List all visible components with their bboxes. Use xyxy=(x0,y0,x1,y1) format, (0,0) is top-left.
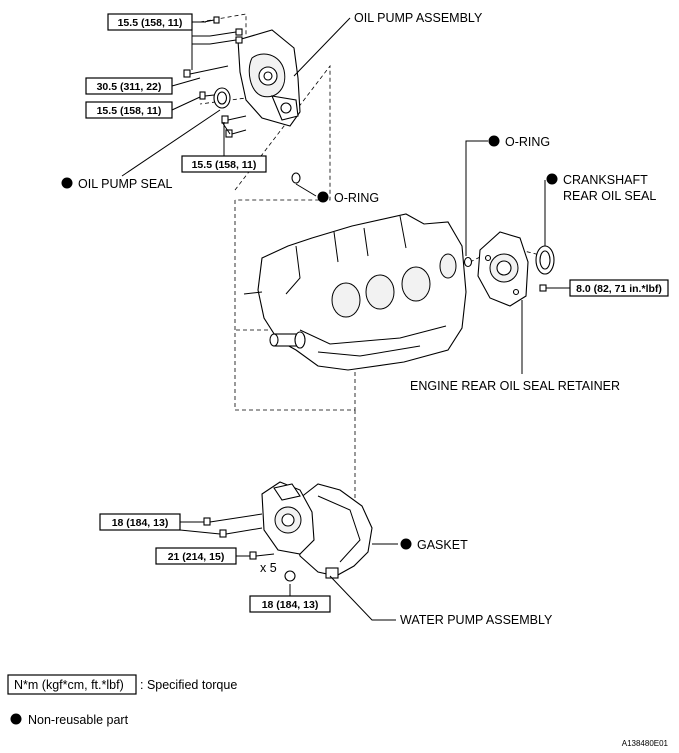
nonreusable-dot-oil-pump-seal xyxy=(61,177,73,189)
torque-value-1: 15.5 (158, 11) xyxy=(118,17,183,29)
torque-value-5: 8.0 (82, 71 in.*lbf) xyxy=(576,283,662,295)
torque-box-4: 15.5 (158, 11) xyxy=(181,155,267,173)
figure-code: A138480E01 xyxy=(622,739,669,748)
label-engine-rear-oil-seal-retainer: ENGINE REAR OIL SEAL RETAINER xyxy=(410,379,620,393)
label-gasket: GASKET xyxy=(417,538,468,552)
label-water-pump-assembly: WATER PUMP ASSEMBLY xyxy=(400,613,553,627)
torque-value-8: 18 (184, 13) xyxy=(262,599,319,611)
nonreusable-dot-gasket xyxy=(400,538,412,550)
torque-box-2: 30.5 (311, 22) xyxy=(85,77,173,95)
rear-oil-seal-retainer-drawing xyxy=(477,231,529,307)
torque-box-6: 18 (184, 13) xyxy=(99,513,181,531)
retainer-bolt-head xyxy=(539,284,547,292)
torque-box-7: 21 (214, 15) xyxy=(155,547,237,565)
nonreusable-dot-o-ring-2 xyxy=(488,135,500,147)
nonreusable-dot-crankshaft-seal xyxy=(546,173,558,185)
torque-value-6: 18 (184, 13) xyxy=(112,517,169,529)
legend-nonreusable: Non-reusable part xyxy=(28,713,129,727)
engine-block-drawing xyxy=(243,213,467,371)
torque-box-3: 15.5 (158, 11) xyxy=(85,101,173,119)
nonreusable-dot-o-ring-1 xyxy=(317,191,329,203)
water-pump-assembly-drawing xyxy=(203,481,373,582)
legend-nonreusable-dot xyxy=(10,713,22,725)
torque-box-5: 8.0 (82, 71 in.*lbf) xyxy=(569,279,669,297)
torque-value-2: 30.5 (311, 22) xyxy=(97,81,162,93)
torque-box-8: 18 (184, 13) xyxy=(249,595,331,613)
o-ring-drawing-2 xyxy=(463,256,473,268)
torque-value-3: 15.5 (158, 11) xyxy=(97,105,162,117)
legend: N*m (kgf*cm, ft.*lbf) : Specified torque… xyxy=(7,674,237,727)
label-o-ring-2: O-RING xyxy=(505,135,550,149)
label-crankshaft: CRANKSHAFT xyxy=(563,173,648,187)
torque-box-1: 15.5 (158, 11) xyxy=(107,13,193,31)
o-ring-drawing-1 xyxy=(291,172,301,184)
label-oil-pump-assembly: OIL PUMP ASSEMBLY xyxy=(354,11,483,25)
legend-torque-desc: : Specified torque xyxy=(140,678,237,692)
legend-torque-unit: N*m (kgf*cm, ft.*lbf) xyxy=(14,678,124,692)
label-oil-pump-seal: OIL PUMP SEAL xyxy=(78,177,173,191)
label-o-ring-1: O-RING xyxy=(334,191,379,205)
label-rear-oil-seal: REAR OIL SEAL xyxy=(563,189,656,203)
torque-value-7: 21 (214, 15) xyxy=(168,551,225,563)
crankshaft-rear-oil-seal-drawing xyxy=(535,245,555,275)
torque-value-4: 15.5 (158, 11) xyxy=(192,159,257,171)
quantity-label: x 5 xyxy=(260,561,277,575)
leader-lines xyxy=(121,17,570,621)
oil-pump-assembly-drawing xyxy=(183,16,301,138)
